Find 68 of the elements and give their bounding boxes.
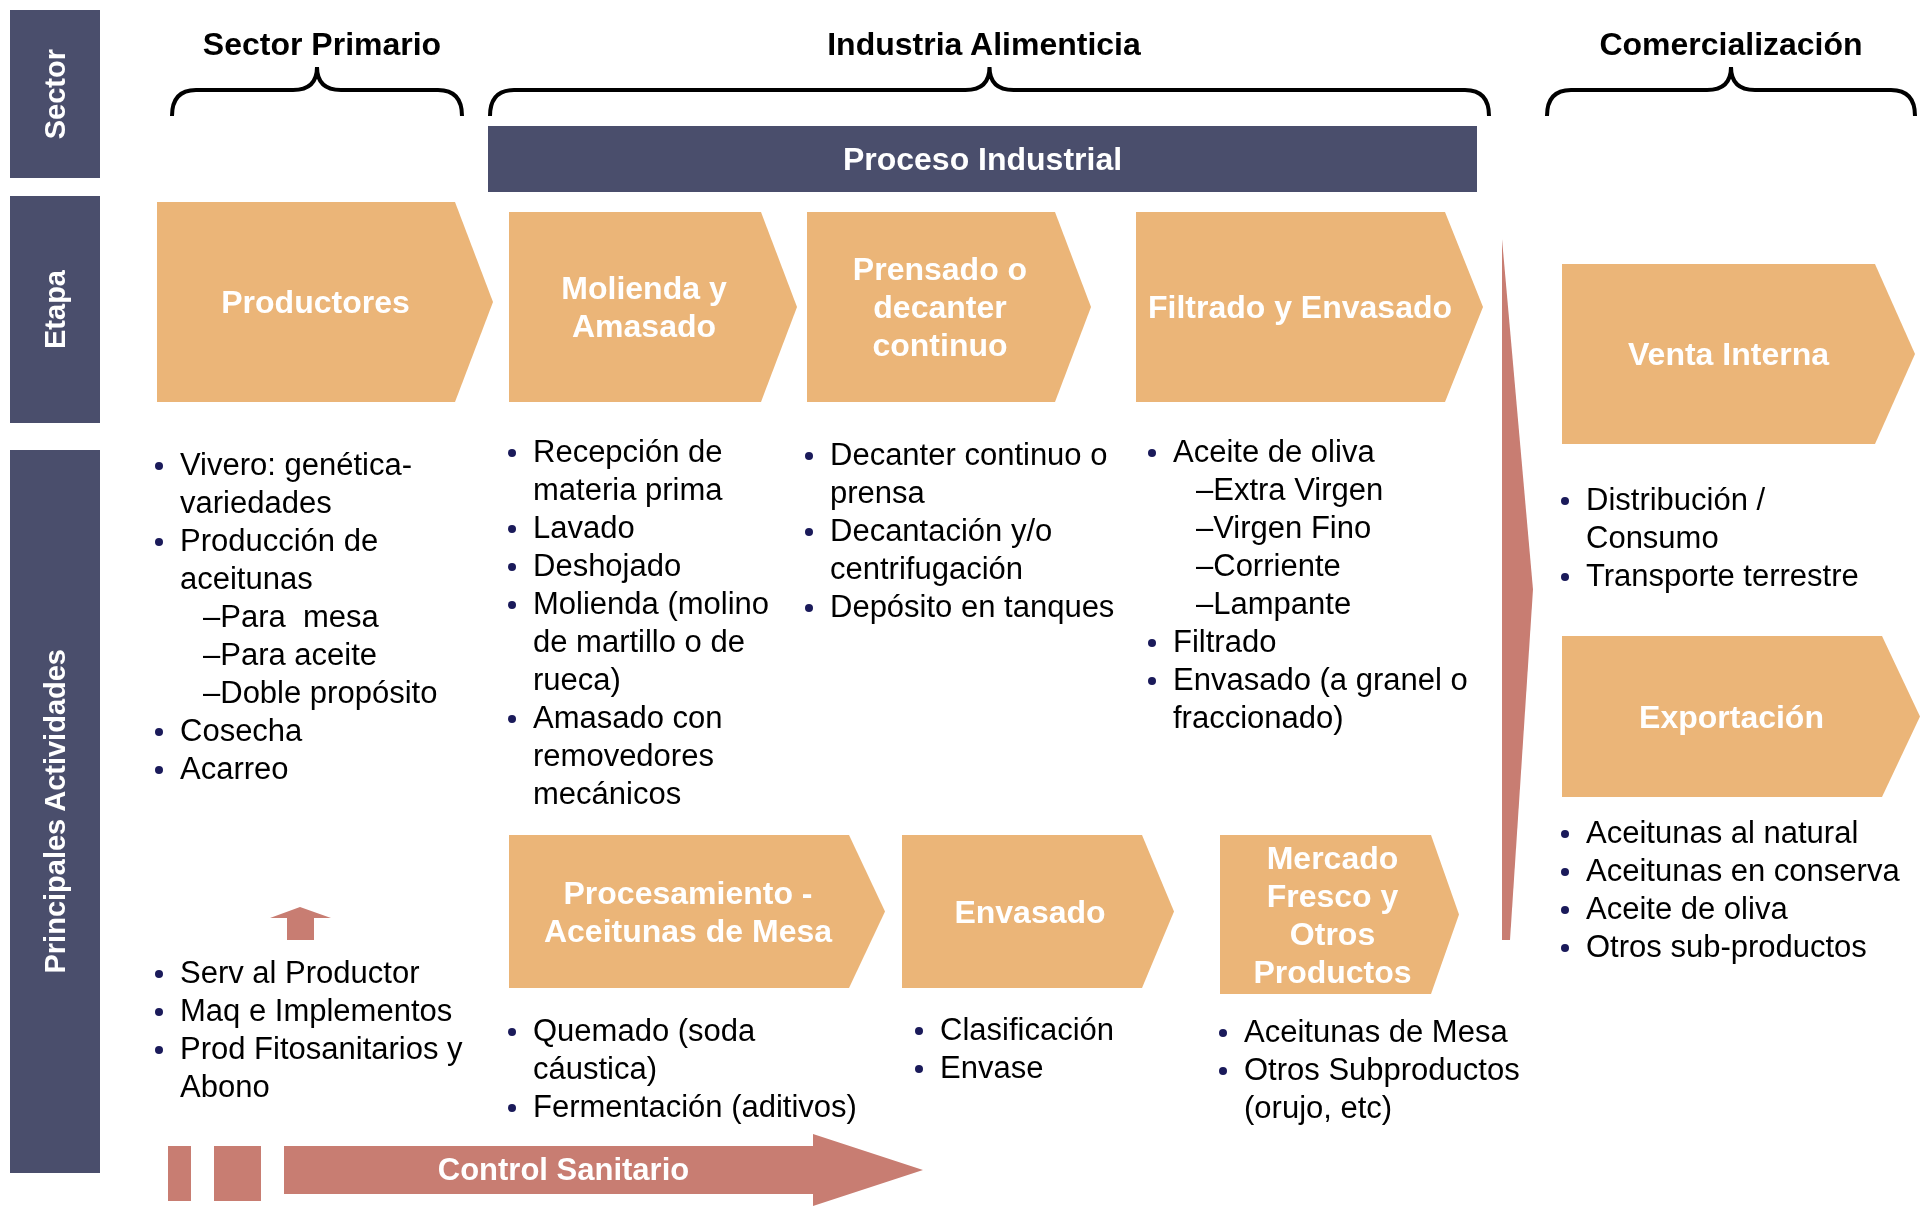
stage-title: Procesamiento - Aceitunas de Mesa [542, 873, 834, 950]
activity-item: Aceitunas al natural [1586, 814, 1859, 852]
stage-box [1562, 636, 1920, 797]
sector-heading: Industria Alimenticia [827, 25, 1141, 64]
stage-title: Prensado o decanter continuo [851, 250, 1029, 364]
activity-item: Envase [940, 1049, 1044, 1087]
activity-item: Aceite de oliva [1173, 433, 1375, 471]
stage-title: Mercado Fresco y Otros Productos [1252, 838, 1413, 991]
row-header-band [10, 450, 100, 1173]
stage-box [1220, 835, 1459, 994]
row-header-band [10, 10, 100, 178]
process-title: Proceso Industrial [842, 140, 1123, 179]
activity-item: Cosecha [180, 712, 303, 750]
activity-item: Distribución / Consumo [1586, 481, 1767, 557]
activity-item: Deshojado [533, 547, 682, 585]
activity-item: Otros Subproductos (orujo, etc) [1244, 1051, 1521, 1127]
row-header-text: Principales Actividades [38, 649, 72, 974]
activity-item: Recepción de materia prima [533, 433, 724, 509]
row-header-band [10, 196, 100, 423]
stage-box [157, 202, 493, 402]
activity-item: Clasificación [940, 1011, 1114, 1049]
activity-item: Otros sub-productos [1586, 928, 1867, 966]
stage-title: Filtrado y Envasado [1147, 288, 1453, 326]
stage-title: Envasado [954, 892, 1106, 931]
activity-item: Decanter continuo o prensa [830, 436, 1109, 512]
sector-heading: Sector Primario [202, 25, 442, 64]
activity-item: Filtrado [1173, 623, 1277, 661]
stage-box [1562, 264, 1915, 444]
stage-title: Exportación [1639, 697, 1824, 736]
activity-item: Molienda (molino de martillo o de rueca) [533, 585, 771, 699]
activity-item: –Corriente [1196, 547, 1341, 585]
activity-item: Depósito en tanques [830, 588, 1115, 626]
activity-item: Acarreo [180, 750, 289, 788]
stage-box [509, 212, 797, 402]
activity-item: –Extra Virgen [1196, 471, 1384, 509]
activity-item: Amasado con removedores mecánicos [533, 699, 724, 813]
activity-item: Transporte terrestre [1586, 557, 1859, 595]
activity-item: –Virgen Fino [1196, 509, 1372, 547]
arrow-label: Control Sanitario [436, 1150, 691, 1189]
activity-item: Vivero: genética-variedades [180, 446, 414, 522]
stage-title: Venta Interna [1628, 335, 1829, 373]
activity-item: –Lampante [1196, 585, 1352, 623]
stage-title: Productores [221, 283, 410, 321]
activity-item: Aceitunas de Mesa [1244, 1013, 1508, 1051]
row-header-text: Etapa [38, 270, 72, 349]
activity-item: Decantación y/o centrifugación [830, 512, 1054, 588]
activity-item: Maq e Implementos [180, 992, 453, 1030]
activity-item: Producción de aceitunas [180, 522, 380, 598]
activity-item: Prod Fitosanitarios y Abono [180, 1030, 464, 1106]
activity-item: –Para aceite [203, 636, 378, 674]
sector-heading: Comercialización [1599, 25, 1863, 64]
stage-box [807, 212, 1091, 402]
activity-item: Lavado [533, 509, 635, 547]
process-bar [488, 126, 1477, 192]
stage-box [1136, 212, 1483, 402]
activity-item: Quemado (soda cáustica) [533, 1012, 757, 1088]
activity-item: Envasado (a granel o fraccionado) [1173, 661, 1469, 737]
stage-title: Molienda y Amasado [560, 269, 728, 345]
activity-item: Fermentación (aditivos) [533, 1088, 857, 1126]
activity-item: –Para mesa [203, 598, 379, 636]
activity-item: Serv al Productor [180, 954, 420, 992]
stage-box [509, 835, 885, 988]
row-header-text: Sector [38, 48, 72, 140]
activity-item: –Doble propósito [203, 674, 438, 712]
activity-item: Aceite de oliva [1586, 890, 1788, 928]
block-arrow [284, 1134, 923, 1206]
stage-box [902, 835, 1174, 988]
activity-item: Aceitunas en conserva [1586, 852, 1900, 890]
